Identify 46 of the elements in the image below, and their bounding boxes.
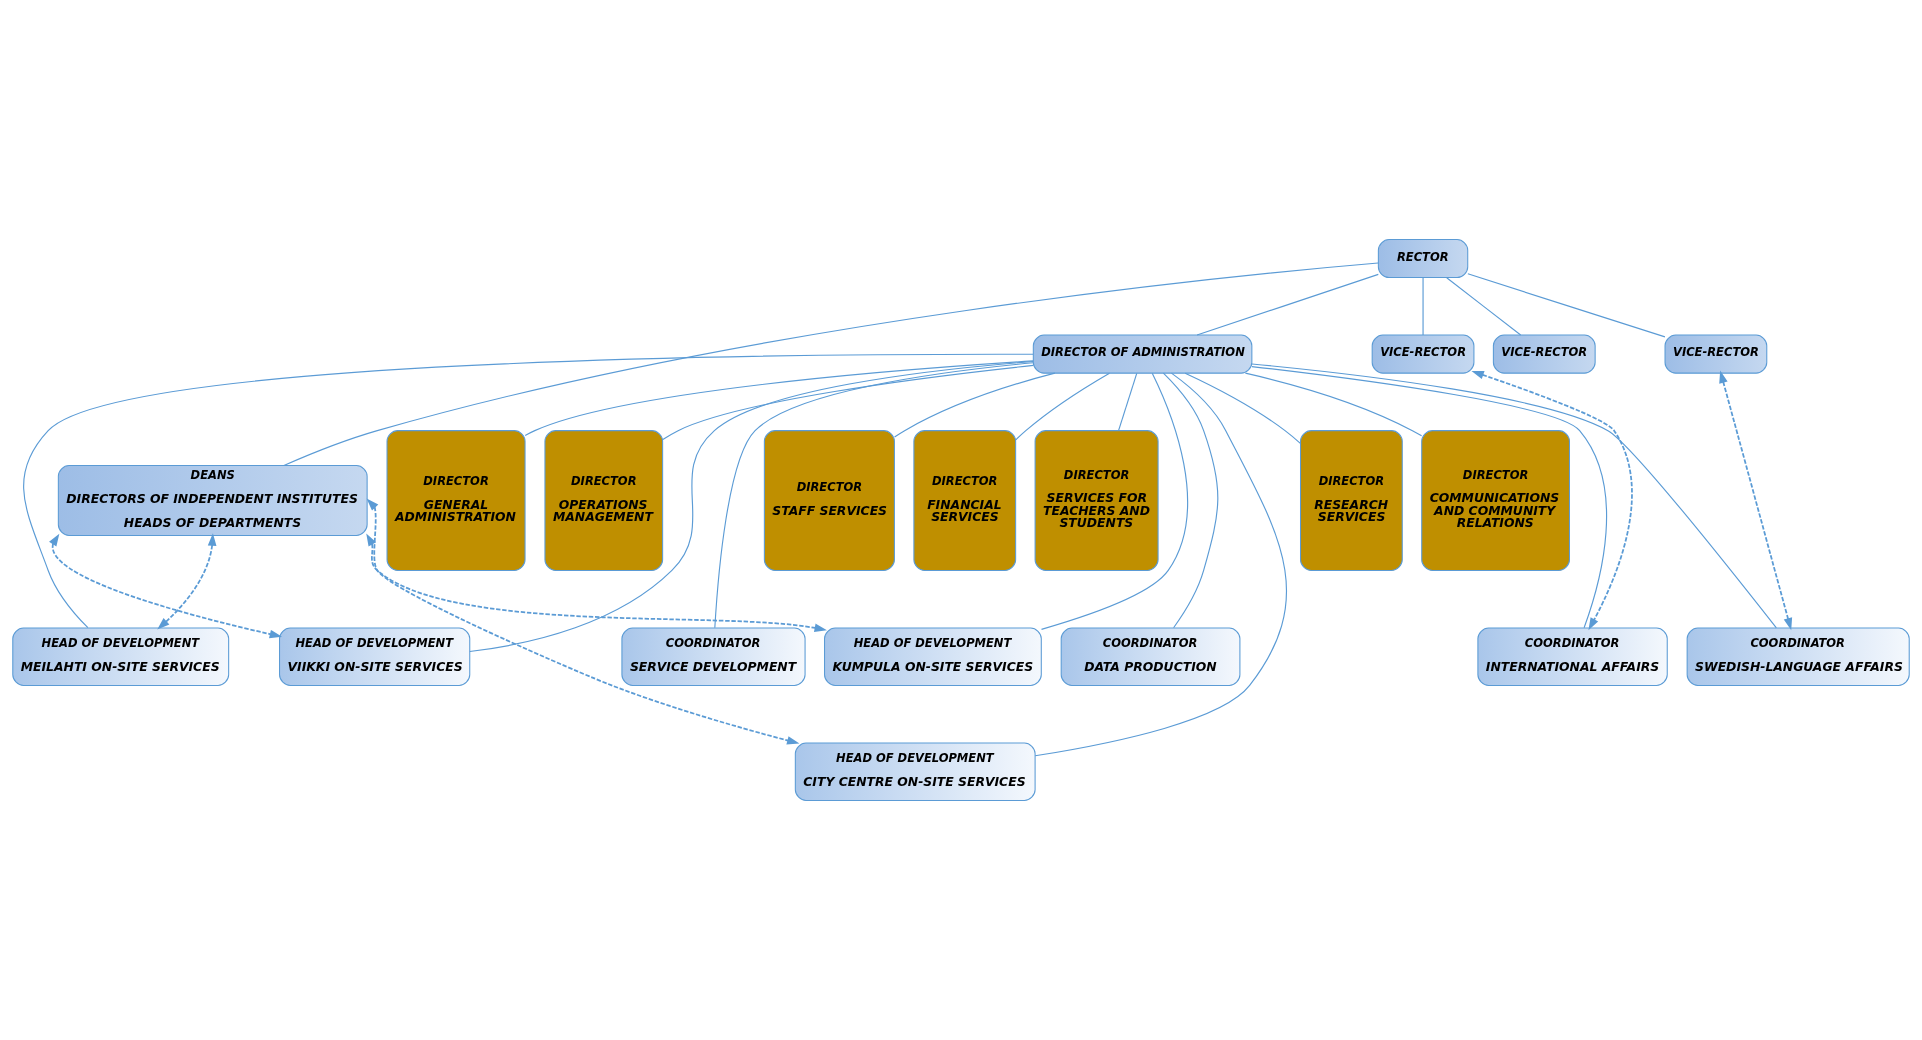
connector	[894, 372, 1056, 438]
node-box: HEAD OF DEVELOPMENT MEILAHTI ON-SITE SERVICES	[12, 627, 230, 686]
node-box: VICE-RECTOR	[1492, 334, 1596, 374]
connector	[1196, 273, 1379, 336]
node-box: COORDINATOR INTERNATIONAL AFFAIRS	[1477, 627, 1668, 686]
node-box: RECTOR	[1377, 239, 1469, 279]
connector	[283, 262, 1379, 467]
node-box: VICE-RECTOR	[1371, 334, 1475, 374]
node-box: DIRECTOR SERVICES FOR TEACHERS AND STUDENTS	[1034, 430, 1159, 571]
connector	[469, 360, 1034, 653]
connector	[1184, 372, 1301, 444]
connector	[1251, 366, 1608, 629]
node-box: DIRECTOR FINANCIAL SERVICES	[913, 430, 1017, 571]
connector	[1422, 277, 1424, 336]
node-box: VICE-RECTOR	[1664, 334, 1768, 374]
connector	[662, 364, 1034, 441]
node-box: DIRECTOR OPERATIONS MANAGEMENT	[544, 430, 664, 571]
connector	[524, 360, 1034, 437]
connector	[1040, 372, 1189, 630]
connector	[1244, 372, 1423, 437]
arrow	[366, 533, 827, 633]
arrow	[1471, 370, 1633, 631]
node-box: DIRECTOR STAFF SERVICES	[763, 430, 895, 571]
node-box: HEAD OF DEVELOPMENT KUMPULA ON-SITE SERVICES	[824, 627, 1042, 686]
arrow	[49, 533, 283, 639]
connector	[1162, 372, 1219, 629]
connector	[714, 362, 1034, 629]
node-box: COORDINATOR DATA PRODUCTION	[1060, 627, 1241, 686]
connector	[1015, 372, 1111, 441]
connector	[1446, 277, 1522, 336]
arrow	[366, 498, 800, 745]
node-box: DIRECTOR OF ADMINISTRATION	[1032, 334, 1253, 374]
connector	[1467, 273, 1666, 338]
node-box: DEANS DIRECTORS OF INDEPENDENT INSTITUTES HEADS OF DEPARTMENTS	[57, 465, 368, 536]
arrow	[157, 533, 217, 630]
node-box: COORDINATOR SWEDISH-LANGUAGE AFFAIRS	[1686, 627, 1910, 686]
connector	[1118, 372, 1138, 431]
arrow	[1719, 370, 1793, 631]
node-box: DIRECTOR COMMUNICATIONS AND COMMUNITY RELATIONS	[1421, 430, 1570, 571]
node-box: HEAD OF DEVELOPMENT VIIKKI ON-SITE SERVICES	[279, 627, 471, 686]
connector	[23, 353, 1034, 629]
node-box: DIRECTOR RESEARCH SERVICES	[1300, 430, 1403, 571]
node-box: HEAD OF DEVELOPMENT CITY CENTRE ON-SITE SERVICES	[794, 742, 1036, 801]
connector	[1251, 363, 1777, 629]
node-box: DIRECTOR GENERAL ADMINISTRATION	[386, 430, 526, 571]
node-box: COORDINATOR SERVICE DEVELOPMENT	[621, 627, 806, 686]
